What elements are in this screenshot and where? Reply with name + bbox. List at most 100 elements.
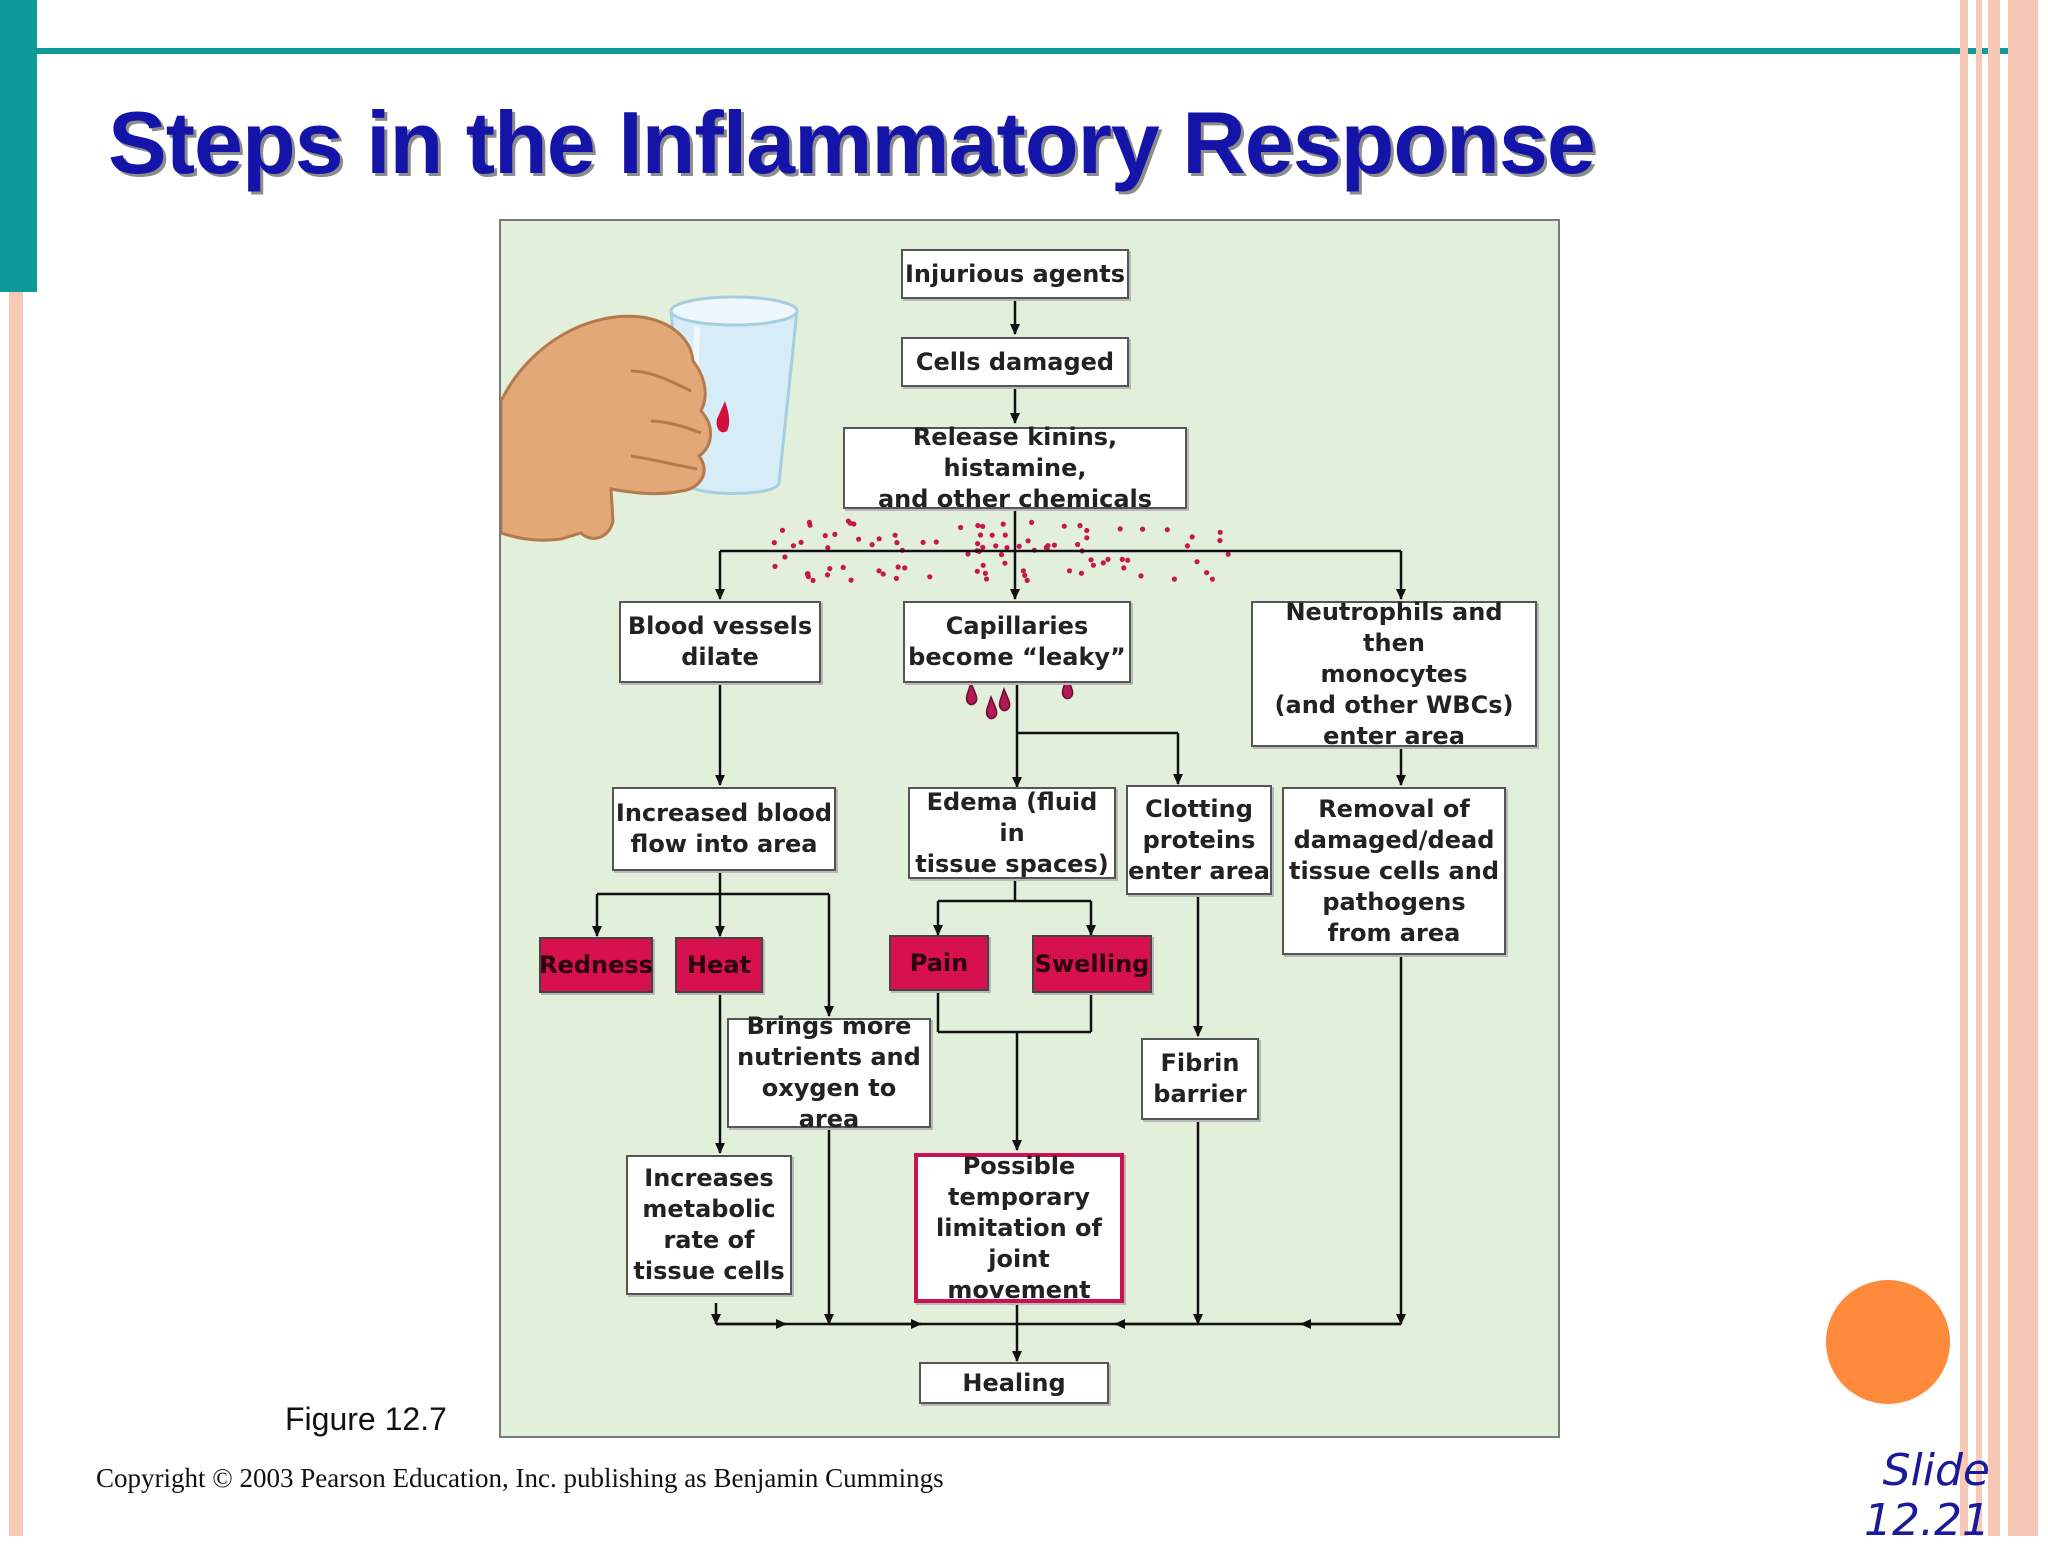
chemical-dot [804,571,810,577]
chemical-dot [824,572,831,578]
chemical-dot [933,539,939,545]
chemical-dot [1016,543,1022,549]
chemical-dot [980,544,986,550]
chemical-dot [1105,556,1111,562]
chemical-dot [902,565,908,571]
chemical-dot [1084,535,1090,541]
released-chemicals-dots [771,518,1231,583]
chemical-dot [876,568,882,574]
right-stripe-4 [2008,0,2038,1536]
node-redness: Redness [539,937,653,993]
chemical-dot [1002,560,1008,566]
node-increased-blood-flow: Increased blood flow into area [612,787,836,871]
chemical-dot [1184,543,1190,549]
chemical-dot [1088,557,1094,563]
chemical-dot [1100,560,1106,566]
arrows [592,300,1406,1362]
chemical-dot [876,536,882,542]
chemical-dot [807,522,813,528]
node-heat: Heat [675,937,763,993]
chemical-dot [1029,519,1035,525]
node-edema: Edema (fluid in tissue spaces) [908,787,1116,879]
chemical-dot [1025,538,1031,544]
node-capillaries-leaky: Capillaries become “leaky” [903,601,1131,683]
chemical-dot [1119,556,1125,562]
node-cells-damaged: Cells damaged [901,337,1129,387]
chemical-dot [1084,527,1090,534]
right-stripe-2 [1976,0,1982,1536]
hand-cup-illustration [501,295,799,542]
node-removal: Removal of damaged/dead tissue cells and… [1282,787,1506,955]
chemical-dot [980,562,986,568]
node-metabolic-rate: Increases metabolic rate of tissue cells [626,1155,792,1295]
chemical-dot [779,527,786,533]
chemical-dot [989,532,995,538]
chemical-dot [1090,562,1096,568]
chemical-dot [1140,526,1146,532]
node-release-chemicals: Release kinins, histamine, and other che… [843,423,1187,513]
inflammation-flowchart: Injurious agents Cells damaged Release k… [499,219,1560,1438]
chemical-dot [982,570,988,576]
chemical-dot [798,539,804,545]
chemical-dot [1002,532,1008,538]
chemical-dot [1164,527,1170,533]
chemical-dot [848,577,854,583]
chemical-dot [998,552,1005,558]
chemical-dot [1078,570,1084,576]
chemical-dot [1000,521,1006,527]
chemical-dot [880,571,886,577]
node-blood-vessels-dilate: Blood vessels dilate [619,601,821,683]
chemical-dot [1189,534,1195,540]
chemical-dot [1004,545,1010,551]
chemical-dot [1217,537,1223,544]
slide-title: Steps in the Inflammatory Response [108,93,1596,192]
chemical-dot [892,532,898,538]
node-pain: Pain [889,935,989,991]
leak-droplets [965,674,1074,720]
copyright-notice: Copyright © 2003 Pearson Education, Inc.… [96,1463,944,1493]
node-neutrophils: Neutrophils and then monocytes (and othe… [1251,598,1537,750]
figure-label: Figure 12.7 [285,1401,447,1437]
chemical-dot [1138,573,1144,579]
chemical-dot [782,554,788,560]
chemical-dot [771,540,777,546]
node-injurious-agents: Injurious agents [901,249,1129,299]
chemical-dot [790,543,796,549]
chemical-dot [845,518,851,524]
chemical-dot [1225,551,1231,557]
orange-circle-decoration [1826,1280,1950,1404]
chemical-dot [825,545,831,551]
left-accent-stripe [9,0,23,1536]
chemical-dot [958,524,964,531]
chemical-dot [993,543,999,549]
node-swelling: Swelling [1032,935,1152,993]
chemical-dot [810,577,816,583]
chemical-dot [894,540,900,546]
chemical-dot [772,563,778,569]
right-stripe-1 [1960,0,1968,1536]
teal-corner-block [0,0,37,292]
flowchart-connectors [501,295,1406,1362]
chemical-dot [869,542,875,548]
title-rule [37,48,2027,54]
chemical-dot [1020,568,1026,574]
chemical-dot [1171,576,1177,582]
chemical-dot [974,568,980,574]
chemical-dot [1077,523,1083,529]
chemical-dot [1022,572,1028,578]
chemical-dot [920,539,926,545]
chemical-dot [1024,577,1030,583]
chemical-dot [1194,559,1200,565]
chemical-dot [975,522,981,529]
chemical-dot [965,551,971,557]
chemical-dot [927,574,933,580]
chemical-dot [840,564,846,570]
node-joint-movement-limitation: Possible temporary limitation of joint m… [914,1152,1124,1304]
chemical-dot [1125,557,1131,563]
chemical-dot [977,532,984,538]
node-fibrin-barrier: Fibrin barrier [1141,1038,1259,1120]
chemical-dot [827,566,833,572]
chemical-dot [1117,526,1123,532]
slide-number: Slide 12.21 [1864,1445,1990,1546]
node-clotting-proteins: Clotting proteins enter area [1126,785,1272,895]
